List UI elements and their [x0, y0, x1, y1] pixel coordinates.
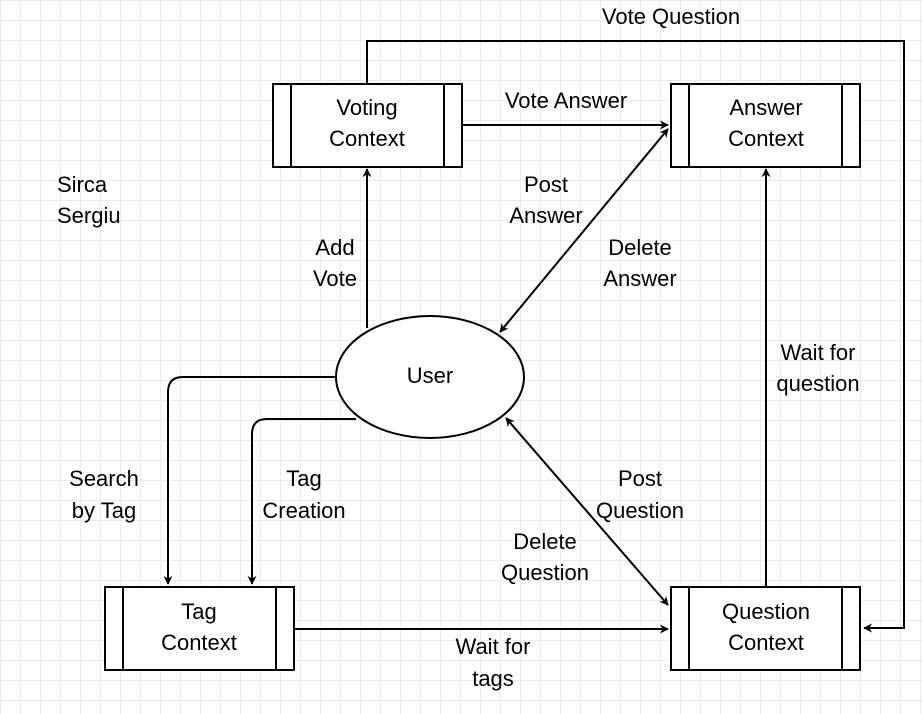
edge-label-tag-creation-1: Tag — [286, 466, 321, 491]
edge-tag-creation — [247, 418, 356, 585]
node-answer-label-2: Context — [728, 126, 804, 151]
node-tag-label-1: Tag — [181, 599, 216, 624]
edge-label-search-by-tag-1: Search — [69, 466, 139, 491]
node-user-label: User — [407, 363, 453, 388]
edge-label-add-vote-2: Vote — [313, 266, 357, 291]
node-question-label-1: Question — [722, 599, 810, 624]
edge-question-user — [505, 417, 669, 606]
edge-vote-question — [366, 40, 905, 633]
edge-label-wait-for-tags-1: Wait for — [456, 634, 531, 659]
edge-label-search-by-tag-2: by Tag — [72, 498, 136, 523]
edge-label-post-question-1: Post — [618, 466, 662, 491]
edge-label-add-vote-1: Add — [315, 235, 354, 260]
edge-label-tag-creation-2: Creation — [262, 498, 345, 523]
node-user[interactable]: User — [335, 315, 525, 439]
node-answer-label-1: Answer — [729, 95, 802, 120]
edge-label-vote-answer: Vote Answer — [505, 88, 627, 113]
edge-label-wait-for-tags-2: tags — [472, 666, 514, 691]
author-name-2: Sergiu — [57, 203, 121, 228]
edge-label-delete-answer-1: Delete — [608, 235, 672, 260]
node-tag-context[interactable]: Tag Context — [104, 586, 295, 671]
edge-answer-user — [499, 128, 669, 333]
edge-label-vote-question: Vote Question — [602, 4, 740, 29]
edge-label-delete-answer-2: Answer — [603, 266, 676, 291]
node-voting-label-2: Context — [329, 126, 405, 151]
edge-search-by-tag — [163, 376, 335, 585]
node-voting-label-1: Voting — [336, 95, 397, 120]
node-answer-context[interactable]: Answer Context — [670, 83, 861, 168]
edge-label-delete-question-2: Question — [501, 560, 589, 585]
edge-label-post-answer-1: Post — [524, 172, 568, 197]
edge-label-post-question-2: Question — [596, 498, 684, 523]
edge-label-delete-question-1: Delete — [513, 529, 577, 554]
edge-label-wait-for-question-1: Wait for — [781, 340, 856, 365]
edge-label-post-answer-2: Answer — [509, 203, 582, 228]
node-question-label-2: Context — [728, 630, 804, 655]
node-question-context[interactable]: Question Context — [670, 586, 861, 671]
edge-label-wait-for-question-2: question — [776, 371, 859, 396]
node-tag-label-2: Context — [161, 630, 237, 655]
node-voting-context[interactable]: Voting Context — [272, 83, 463, 168]
author-name-1: Sirca — [57, 172, 108, 197]
